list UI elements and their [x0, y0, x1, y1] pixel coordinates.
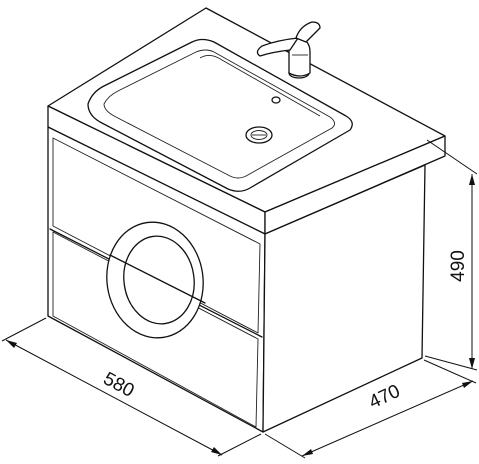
faucet-spout — [256, 37, 299, 57]
width-label: 580 — [100, 368, 138, 401]
height-extension-bottom — [424, 355, 478, 371]
handle-split-line — [109, 254, 206, 304]
sink-basin-inner — [199, 55, 321, 117]
upper-drawer-panel — [52, 137, 261, 334]
depth-arrow-right — [462, 381, 473, 388]
depth-label: 470 — [366, 381, 404, 413]
dimension-height: 490 — [424, 139, 478, 371]
width-arrow-right — [211, 447, 222, 455]
width-extension-left — [1, 317, 47, 342]
height-arrow-top — [469, 174, 475, 185]
width-arrow-left — [6, 340, 17, 348]
depth-arrow-left — [302, 449, 313, 456]
width-dimension-line — [5, 339, 223, 456]
depth-extension-left — [264, 433, 306, 459]
height-arrow-bottom — [469, 358, 475, 369]
cabinet-side — [262, 164, 426, 433]
drain-inner — [250, 130, 268, 140]
faucet-lever — [295, 21, 321, 43]
depth-extension-right — [423, 359, 477, 384]
height-extension-top — [426, 139, 478, 175]
countertop-side-edge — [264, 135, 446, 235]
depth-dimension-line — [301, 380, 474, 457]
width-extension-right — [217, 433, 262, 457]
height-label: 490 — [448, 250, 469, 282]
sink-basin-bowl — [103, 49, 335, 179]
overflow-hole — [271, 96, 281, 104]
